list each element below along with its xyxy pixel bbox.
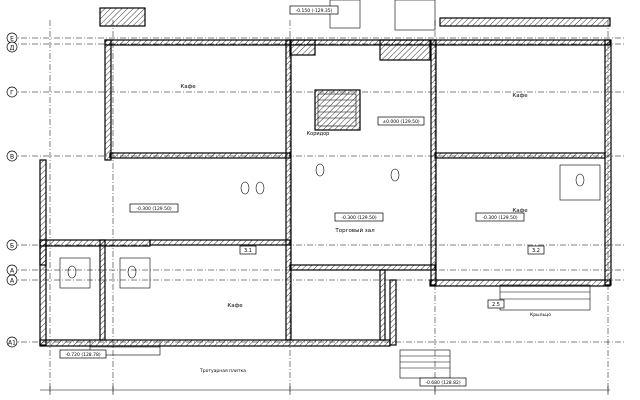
- room-label: Коридор: [307, 131, 330, 137]
- elevation-tag: -0.680 (128.82): [425, 380, 460, 386]
- axis-label: А: [10, 278, 15, 285]
- elevation-tag: ±0.000 (129.50): [382, 119, 420, 125]
- notes: Тротуарная плитка Крыльцо: [199, 312, 551, 374]
- inner-walls: [99, 39, 606, 341]
- section-markers: 3.1 3.2 2.5: [239, 245, 545, 309]
- axis-label: Б: [10, 243, 14, 250]
- room-label: Кафе: [180, 84, 196, 90]
- axis-label: Е: [10, 36, 14, 43]
- row-axis-bubbles: Е Д Г В Б А А А1: [6, 32, 18, 348]
- room-label: Торговый зал: [334, 227, 375, 234]
- elevation-tag: -0.300 (129.50): [341, 215, 376, 221]
- room-label: Кафе: [512, 208, 528, 214]
- room-labels: Кафе Кафе Кафе Кафе Торговый зал Коридор: [180, 84, 528, 309]
- axis-label: В: [10, 154, 14, 161]
- axis-label: Г: [10, 90, 14, 97]
- section-marker: 3.1: [244, 248, 252, 254]
- outer-walls: [39, 39, 612, 347]
- top-structures: [99, 0, 611, 31]
- note-text: Крыльцо: [530, 312, 551, 318]
- elevation-tag: -0.300 (129.50): [482, 215, 517, 221]
- axis-label: Д: [10, 45, 15, 52]
- axis-label: А1: [8, 340, 16, 347]
- fixtures: [59, 163, 601, 289]
- section-marker: 3.2: [532, 248, 540, 254]
- axis-label: А: [10, 268, 15, 275]
- note-text: Тротуарная плитка: [199, 368, 246, 374]
- stair-hatching: [89, 93, 591, 379]
- elevation-tags: -0.150 (-129.35) ±0.000 (129.50) -0.300 …: [59, 5, 525, 387]
- section-marker: 2.5: [492, 302, 500, 308]
- dimension-line: [40, 386, 610, 394]
- elevation-tag: -0.300 (129.50): [136, 206, 171, 212]
- room-label: Кафе: [227, 303, 243, 309]
- room-label: Кафе: [512, 93, 528, 99]
- elevation-tag: -0.720 (128.78): [65, 352, 100, 358]
- elevation-tag: -0.150 (-129.35): [296, 8, 333, 14]
